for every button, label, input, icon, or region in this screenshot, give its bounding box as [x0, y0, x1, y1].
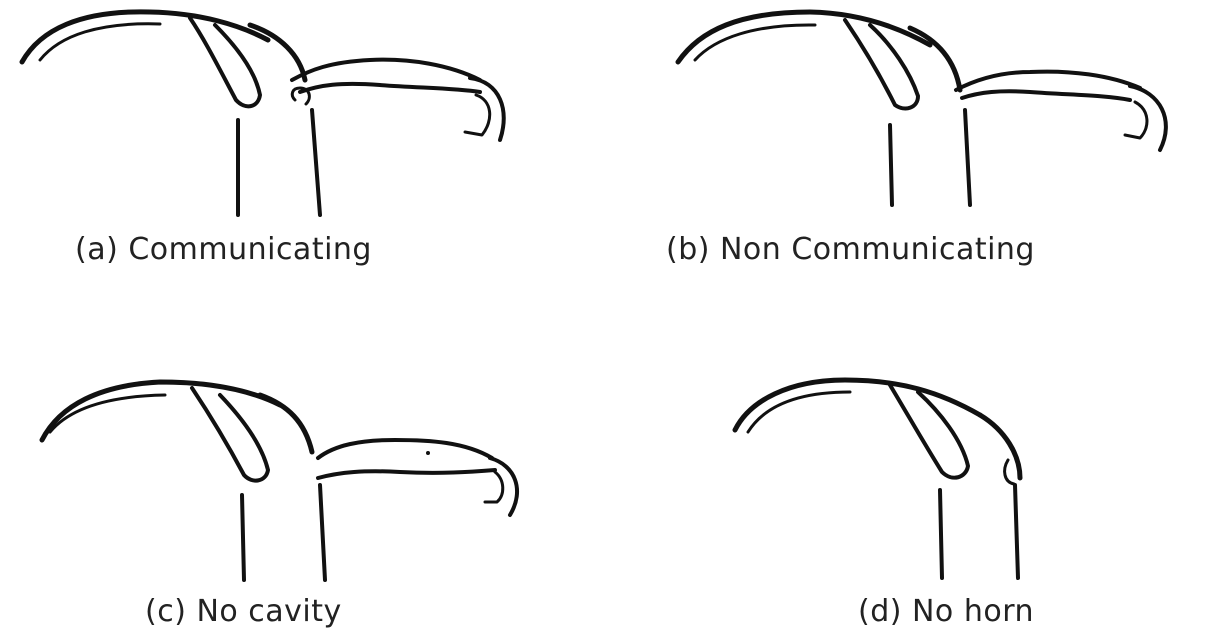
diagram-panel-communicating: (a) Communicating	[0, 0, 560, 290]
diagram-panel-no-cavity: (c) No cavity	[0, 360, 560, 640]
panel-caption: (c) No cavity	[145, 594, 342, 629]
dot-mark	[426, 451, 430, 455]
uterus-no-horn-drawing	[600, 360, 1206, 590]
uterus-communicating-drawing	[0, 0, 560, 240]
diagram-panel-non-communicating: (b) Non Communicating	[600, 0, 1206, 290]
uterus-no-cavity-drawing	[0, 360, 560, 590]
panel-caption: (a) Communicating	[75, 232, 372, 267]
panel-caption: (b) Non Communicating	[666, 232, 1035, 267]
panel-caption: (d) No horn	[858, 594, 1034, 629]
diagram-panel-no-horn: (d) No horn	[600, 360, 1206, 640]
uterus-non-communicating-drawing	[600, 0, 1206, 240]
